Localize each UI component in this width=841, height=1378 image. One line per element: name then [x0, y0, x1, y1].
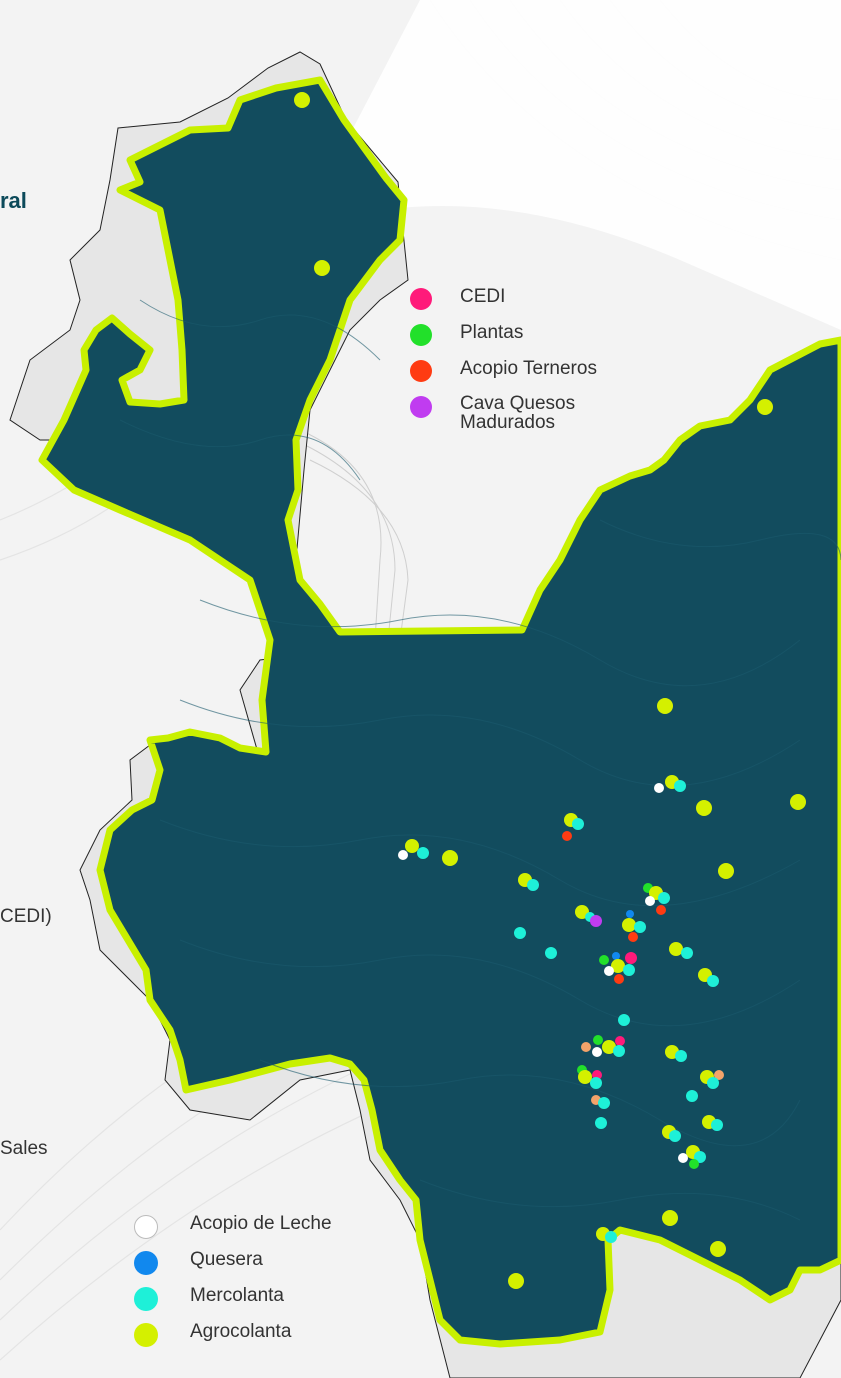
location-marker	[707, 1077, 719, 1089]
location-marker	[790, 794, 806, 810]
department-region	[38, 76, 841, 1348]
legend-networks: Acopio de Leche Quesera Mercolanta Agroc…	[134, 1213, 332, 1357]
location-marker	[592, 1047, 602, 1057]
location-marker	[622, 918, 636, 932]
location-marker	[612, 952, 620, 960]
location-marker	[508, 1273, 524, 1289]
legend-item-agrocolanta: Agrocolanta	[134, 1321, 332, 1357]
location-marker	[615, 1036, 625, 1046]
label-fragment-cedi: CEDI)	[0, 906, 52, 927]
location-marker	[625, 952, 637, 964]
location-marker	[405, 839, 419, 853]
location-marker	[675, 1050, 687, 1062]
location-marker	[527, 879, 539, 891]
location-marker	[634, 921, 646, 933]
legend-item-quesera: Quesera	[134, 1249, 332, 1285]
location-marker	[710, 1241, 726, 1257]
location-marker	[662, 1210, 678, 1226]
location-marker	[545, 947, 557, 959]
cheese-factory-marker-icon	[134, 1251, 158, 1275]
location-marker	[590, 1077, 602, 1089]
legend-label: Acopio de Leche	[190, 1213, 332, 1234]
legend-item-cava-quesos: Cava Quesos Madurados	[410, 394, 610, 454]
location-marker	[605, 1231, 617, 1243]
legend-label: Mercolanta	[190, 1285, 284, 1306]
legend-item-cedi: CEDI	[410, 286, 610, 322]
location-marker	[614, 974, 624, 984]
location-marker	[618, 1014, 630, 1026]
location-marker	[669, 1130, 681, 1142]
calf-collection-marker-icon	[410, 360, 432, 382]
location-marker	[714, 1070, 724, 1080]
location-marker	[707, 975, 719, 987]
location-marker	[696, 800, 712, 816]
location-marker	[598, 1097, 610, 1109]
legend-item-acopio-terneros: Acopio Terneros	[410, 358, 610, 394]
mercolanta-marker-icon	[134, 1287, 158, 1311]
label-fragment-sales: Sales	[0, 1138, 48, 1159]
location-marker	[686, 1090, 698, 1102]
location-marker	[757, 399, 773, 415]
location-marker	[595, 1117, 607, 1129]
heading-fragment: ral	[0, 188, 27, 213]
location-marker	[681, 947, 693, 959]
location-marker	[590, 915, 602, 927]
location-marker	[626, 910, 634, 918]
location-marker	[658, 892, 670, 904]
location-marker	[645, 896, 655, 906]
location-marker	[581, 1042, 591, 1052]
location-marker	[678, 1153, 688, 1163]
location-marker	[613, 1045, 625, 1057]
location-marker	[599, 955, 609, 965]
location-marker	[562, 831, 572, 841]
location-marker	[417, 847, 429, 859]
plant-marker-icon	[410, 324, 432, 346]
legend-label: Quesera	[190, 1249, 263, 1270]
location-marker	[514, 927, 526, 939]
legend-label: Plantas	[460, 322, 524, 343]
legend-item-mercolanta: Mercolanta	[134, 1285, 332, 1321]
location-marker	[654, 783, 664, 793]
agrocolanta-marker-icon	[134, 1323, 158, 1347]
location-marker	[711, 1119, 723, 1131]
location-marker	[657, 698, 673, 714]
location-marker	[669, 942, 683, 956]
legend-label: Acopio Terneros	[460, 358, 597, 379]
location-marker	[604, 966, 614, 976]
location-marker	[442, 850, 458, 866]
location-marker	[623, 964, 635, 976]
legend-label: Agrocolanta	[190, 1321, 292, 1342]
milk-collection-marker-icon	[134, 1215, 158, 1239]
location-markers	[294, 92, 806, 1289]
legend-label: Cava Quesos Madurados	[460, 393, 576, 433]
location-marker	[611, 959, 625, 973]
legend-facilities: CEDI Plantas Acopio Terneros Cava Quesos…	[410, 286, 610, 454]
location-marker	[602, 1040, 616, 1054]
location-marker	[398, 850, 408, 860]
legend-label: CEDI	[460, 286, 506, 307]
location-marker	[689, 1159, 699, 1169]
location-marker	[314, 260, 330, 276]
location-marker	[593, 1035, 603, 1045]
location-marker	[628, 932, 638, 942]
legend-item-acopio-leche: Acopio de Leche	[134, 1213, 332, 1249]
location-marker	[572, 818, 584, 830]
cedi-marker-icon	[410, 288, 432, 310]
legend-item-plantas: Plantas	[410, 322, 610, 358]
cheese-cellar-marker-icon	[410, 396, 432, 418]
location-marker	[656, 905, 666, 915]
location-marker	[718, 863, 734, 879]
location-marker	[674, 780, 686, 792]
location-marker	[294, 92, 310, 108]
location-marker	[578, 1070, 592, 1084]
